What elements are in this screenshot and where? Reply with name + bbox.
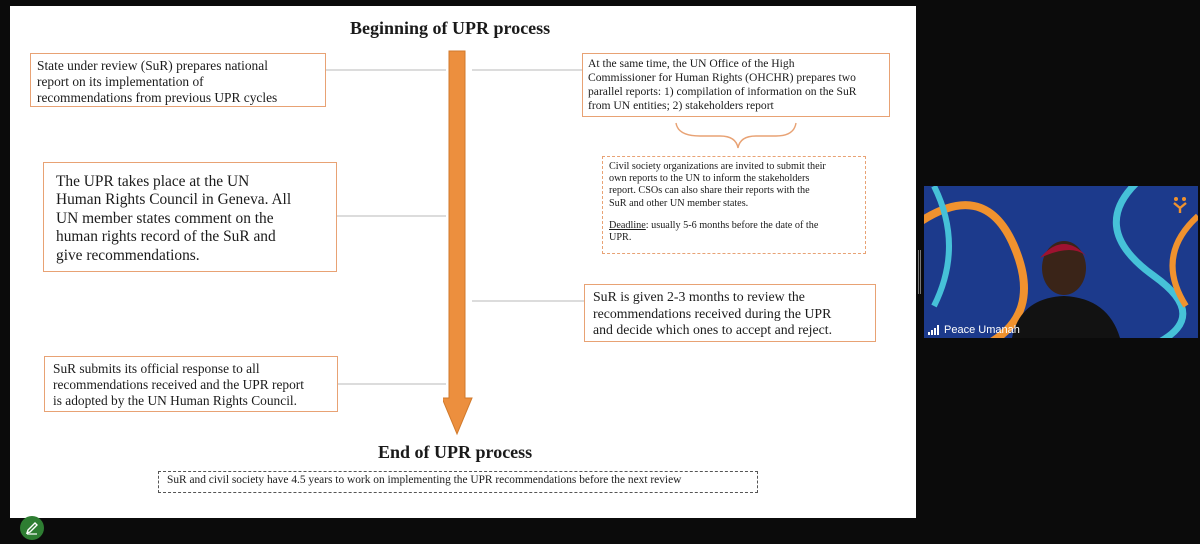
box-sur-review-text: SuR is given 2-3 months to review the re… bbox=[593, 289, 833, 338]
box-upr-geneva: The UPR takes place at the UN Human Righ… bbox=[43, 162, 337, 272]
slide-title-end: End of UPR process bbox=[378, 442, 533, 462]
box-cso-deadline: Deadline: usually 5-6 months before the … bbox=[609, 220, 859, 244]
participant-name-tag: Peace Umanah bbox=[928, 324, 1020, 336]
box-final-note-text: SuR and civil society have 4.5 years to … bbox=[167, 474, 682, 486]
pencil-icon bbox=[25, 522, 38, 535]
box-sur-submits: SuR submits its official response to all… bbox=[44, 356, 338, 412]
box-final-note: SuR and civil society have 4.5 years to … bbox=[158, 471, 758, 493]
annotate-button[interactable] bbox=[20, 516, 44, 540]
box-cso-invited: Civil society organizations are invited … bbox=[602, 156, 866, 254]
deadline-text: : usually 5-6 months before the date of … bbox=[609, 219, 819, 244]
box-ohchr-reports: At the same time, the UN Office of the H… bbox=[582, 53, 890, 117]
process-arrow bbox=[443, 50, 473, 436]
box-sur-submits-text: SuR submits its official response to all… bbox=[53, 361, 304, 409]
slide-title-beginning: Beginning of UPR process bbox=[350, 18, 551, 38]
participant-name: Peace Umanah bbox=[944, 324, 1020, 336]
box-sur-prepares-report: State under review (SuR) prepares nation… bbox=[30, 53, 326, 107]
box-cso-text: Civil society organizations are invited … bbox=[609, 161, 826, 209]
deadline-label: Deadline bbox=[609, 219, 646, 231]
participant-video-tile[interactable]: Peace Umanah bbox=[924, 186, 1198, 338]
process-arrow-shape bbox=[443, 50, 473, 436]
box-sur-prepares-text: State under review (SuR) prepares nation… bbox=[37, 58, 278, 106]
presentation-slide: Beginning of UPR process State under rev… bbox=[10, 6, 916, 518]
box-sur-review: SuR is given 2-3 months to review the re… bbox=[584, 284, 876, 342]
connector-lines bbox=[324, 69, 797, 385]
video-background-pattern bbox=[924, 186, 1198, 338]
brand-logo-icon bbox=[1173, 197, 1187, 213]
signal-bars-icon bbox=[928, 325, 939, 335]
box-upr-geneva-text: The UPR takes place at the UN Human Righ… bbox=[56, 173, 292, 264]
box-ohchr-text: At the same time, the UN Office of the H… bbox=[588, 57, 857, 112]
panel-resize-handle[interactable] bbox=[918, 250, 921, 294]
